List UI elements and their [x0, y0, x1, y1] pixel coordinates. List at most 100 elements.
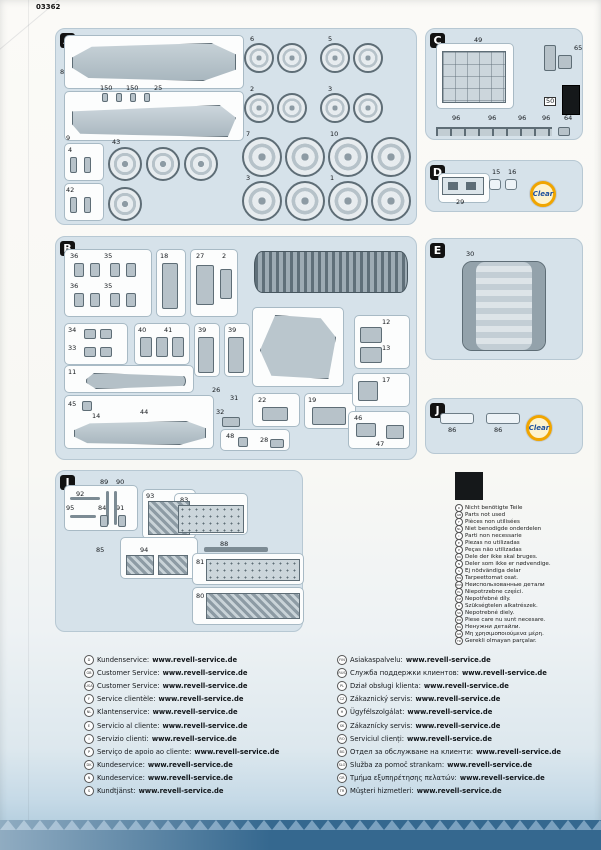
part-wheel	[353, 43, 383, 73]
part-wheelL	[371, 137, 411, 177]
part-wheel	[184, 147, 218, 181]
part-number: 43	[112, 138, 121, 146]
part-tiny	[126, 293, 136, 307]
part-number: 33	[68, 344, 77, 352]
part-hatch	[158, 555, 188, 575]
part-tiny	[270, 439, 284, 448]
part-number: 18	[160, 252, 169, 260]
part-tiny	[102, 93, 108, 102]
part-number: 15	[492, 168, 501, 176]
part-hull	[72, 43, 236, 81]
part-number: 31	[230, 394, 239, 402]
part-blackrect	[562, 85, 580, 115]
flag-icon-RO: RO	[337, 733, 347, 744]
service-label: Kundtjänst:	[97, 787, 136, 796]
part-hatch	[206, 593, 300, 619]
part-slot2	[442, 177, 484, 195]
service-url: www.revell-service.de	[459, 774, 545, 783]
service-label: Отдел за обслужване на клиенти:	[350, 747, 474, 756]
part-number: 40	[138, 326, 147, 334]
not-used-text: Pièces non utilisées	[465, 518, 520, 525]
service-url: www.revell-service.de	[158, 695, 244, 704]
part-number: 36	[70, 252, 79, 260]
part-wheel	[108, 147, 142, 181]
part-panelpart	[442, 51, 506, 103]
service-url: www.revell-service.de	[152, 655, 238, 664]
service-label: Customer Service:	[97, 681, 160, 690]
part-rod	[204, 547, 268, 552]
part-wheel	[277, 43, 307, 73]
part-tiny	[126, 263, 136, 277]
part-number: 95	[66, 504, 75, 512]
flag-icon-GR: GR	[337, 773, 347, 784]
part-small	[558, 55, 572, 69]
part-wheel	[320, 43, 350, 73]
part-number: 22	[258, 396, 267, 404]
part-tiny	[140, 337, 152, 357]
service-label: Kundeservice:	[97, 761, 145, 770]
part-number: 89	[100, 478, 109, 486]
flag-icon-TR: TR	[337, 786, 347, 797]
flag-icon-D: D	[84, 654, 94, 665]
sprue-letter-badge: E	[430, 243, 445, 258]
not-used-text: Piezas no utilizadas	[465, 539, 520, 546]
part-tiny	[84, 197, 91, 213]
flag-icon-FIN: FIN	[337, 654, 347, 665]
part-wheelL	[242, 181, 282, 221]
part-tiny	[84, 329, 96, 339]
not-used-text: Nepotřebné díly.	[465, 595, 511, 602]
part-small	[356, 423, 376, 437]
not-used-text: Piese care nu sunt necesare.	[465, 616, 546, 623]
part-rod	[106, 491, 109, 525]
part-rod	[70, 497, 100, 500]
part-tiny	[74, 263, 84, 277]
part-number: 8	[60, 68, 65, 76]
part-wheelL	[328, 137, 368, 177]
not-used-text: Niepotrzebne części.	[465, 588, 524, 595]
part-number: 42	[66, 186, 75, 194]
part-wheel	[353, 93, 383, 123]
part-number: 83	[180, 496, 189, 504]
part-small	[222, 417, 240, 427]
service-label: Ügyfélszolgálat:	[350, 708, 405, 717]
service-label: Služba za pomoč strankam:	[350, 761, 445, 770]
part-number: 30	[466, 250, 475, 258]
not-used-text: Μη χρησιμοποιούμενα μέρη.	[465, 630, 544, 637]
service-label: Kundenservice:	[97, 655, 150, 664]
flag-icon-S: S	[84, 786, 94, 797]
part-wheel	[108, 187, 142, 221]
part-hull	[74, 421, 206, 445]
flag-icon-I: I	[84, 733, 94, 744]
flag-icon-CZ: CZ	[337, 694, 347, 705]
not-used-text: Gerekli olmayan parçalar.	[465, 637, 537, 644]
part-number: 6	[250, 35, 255, 43]
part-number: 9	[66, 134, 71, 142]
part-number: 27	[196, 252, 205, 260]
footer-fade	[0, 820, 601, 850]
part-tiny	[84, 347, 96, 357]
part-hatch	[126, 555, 154, 575]
service-url: www.revell-service.de	[138, 787, 224, 796]
part-runner	[436, 127, 552, 136]
service-label: Servizio clienti:	[97, 734, 149, 743]
service-label: Servicio al cliente:	[97, 721, 160, 730]
flag-icon-BG: BG	[337, 746, 347, 757]
part-number: 65	[574, 44, 583, 52]
part-number: 80	[196, 592, 205, 600]
part-clearpart	[489, 179, 501, 190]
